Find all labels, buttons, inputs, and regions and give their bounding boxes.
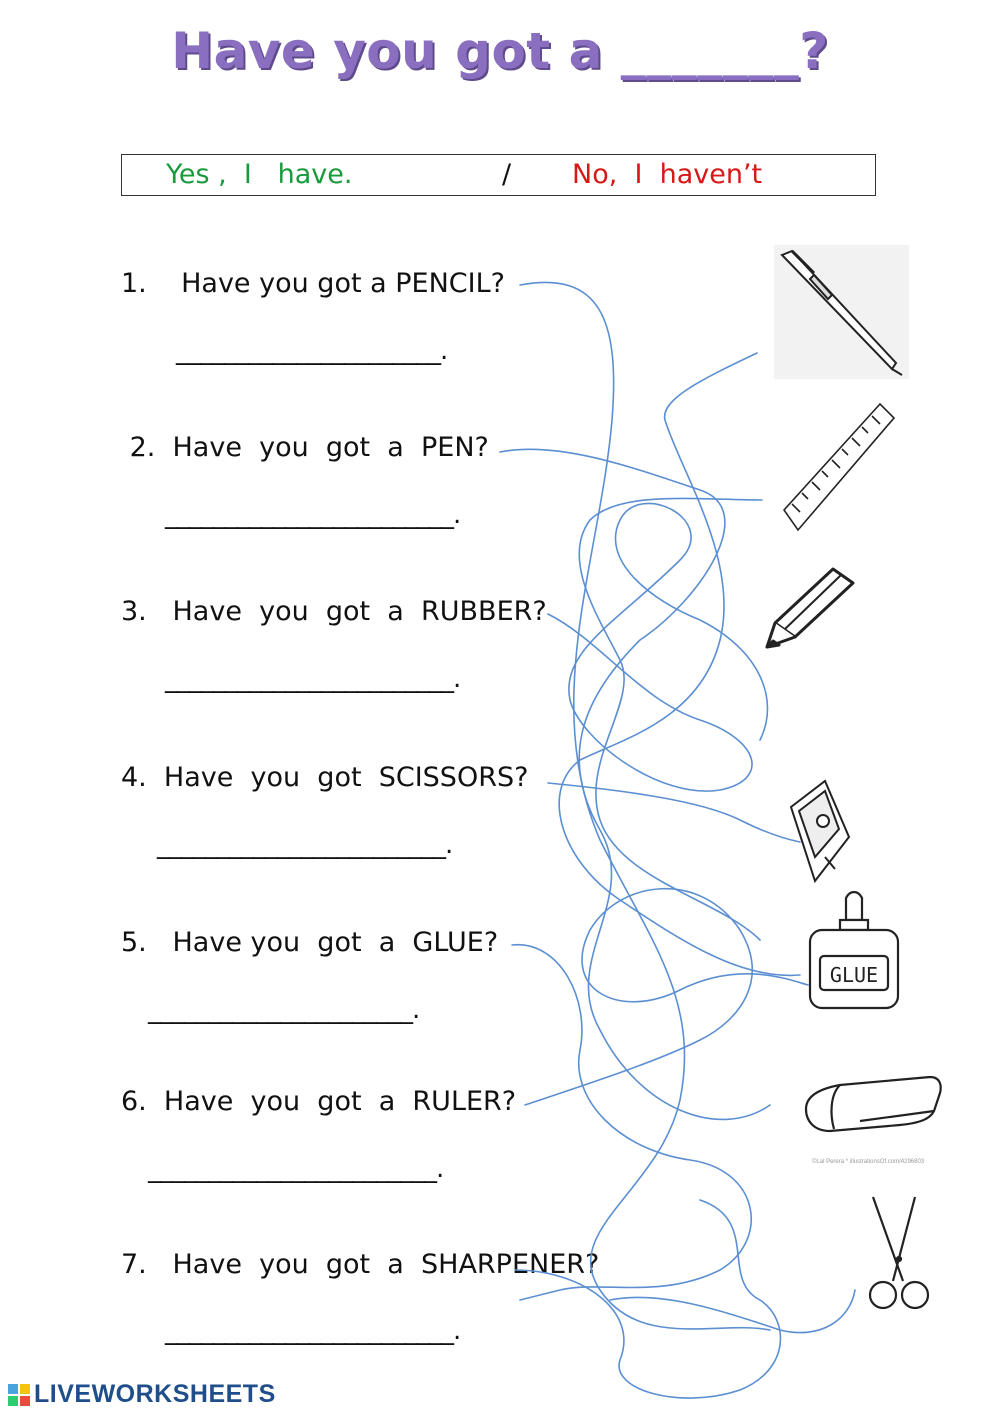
pencil-icon[interactable]: [765, 565, 857, 653]
ruler-icon[interactable]: [780, 400, 900, 535]
maze-line-7: [514, 1199, 782, 1399]
answer-key-box: Yes , I have. / No, I haven’t: [121, 154, 876, 196]
answer-line-5[interactable]: ______________________.: [148, 995, 420, 1025]
glue-icon[interactable]: GLUE: [806, 890, 902, 1015]
answer-line-3[interactable]: ________________________.: [165, 664, 461, 694]
maze-line-10: [609, 1289, 856, 1334]
liveworksheets-logo: LIVEWORKSHEETS: [8, 1380, 276, 1409]
liveworksheets-logo-icon: [8, 1384, 30, 1407]
maze-line-8: [558, 352, 801, 977]
maze-line-4: [547, 782, 801, 843]
answer-line-6[interactable]: ________________________.: [148, 1154, 444, 1184]
answer-line-2[interactable]: ________________________.: [165, 500, 461, 530]
answer-line-7[interactable]: ________________________.: [165, 1316, 461, 1346]
answer-line-1[interactable]: ______________________.: [176, 336, 448, 366]
question-5: 5. Have you got a GLUE?: [121, 927, 499, 958]
footer-brand-text: LIVEWORKSHEETS: [34, 1380, 276, 1408]
question-4: 4. Have you got SCISSORS?: [121, 762, 529, 793]
maze-line-9: [578, 497, 763, 941]
question-7: 7. Have you got a SHARPENER?: [121, 1249, 600, 1280]
no-answer: No, I haven’t: [572, 159, 763, 190]
yes-answer: Yes , I have.: [166, 159, 353, 190]
maze-line-2: [499, 448, 771, 1121]
page-title: Have you got a _______?: [171, 22, 829, 80]
scissors-icon[interactable]: [863, 1195, 935, 1315]
pen-icon[interactable]: [774, 245, 909, 379]
maze-line-1: [519, 281, 771, 1331]
question-2: 2. Have you got a PEN?: [121, 432, 489, 463]
answer-separator: /: [502, 159, 512, 190]
answer-line-4[interactable]: ________________________.: [157, 830, 453, 860]
rubber-icon[interactable]: [800, 1075, 944, 1135]
question-1: 1. Have you got a PENCIL?: [121, 268, 505, 299]
image-credit: ©Lal Perera * illustrationsOf.com/429680…: [812, 1159, 925, 1165]
sharpener-icon[interactable]: [785, 777, 855, 887]
question-3: 3. Have you got a RUBBER?: [121, 596, 547, 627]
maze-line-3: [547, 502, 769, 792]
maze-line-6: [524, 887, 809, 1106]
maze-line-5: [511, 944, 752, 1301]
question-6: 6. Have you got a RULER?: [121, 1086, 517, 1117]
glue-label: GLUE: [830, 963, 878, 987]
